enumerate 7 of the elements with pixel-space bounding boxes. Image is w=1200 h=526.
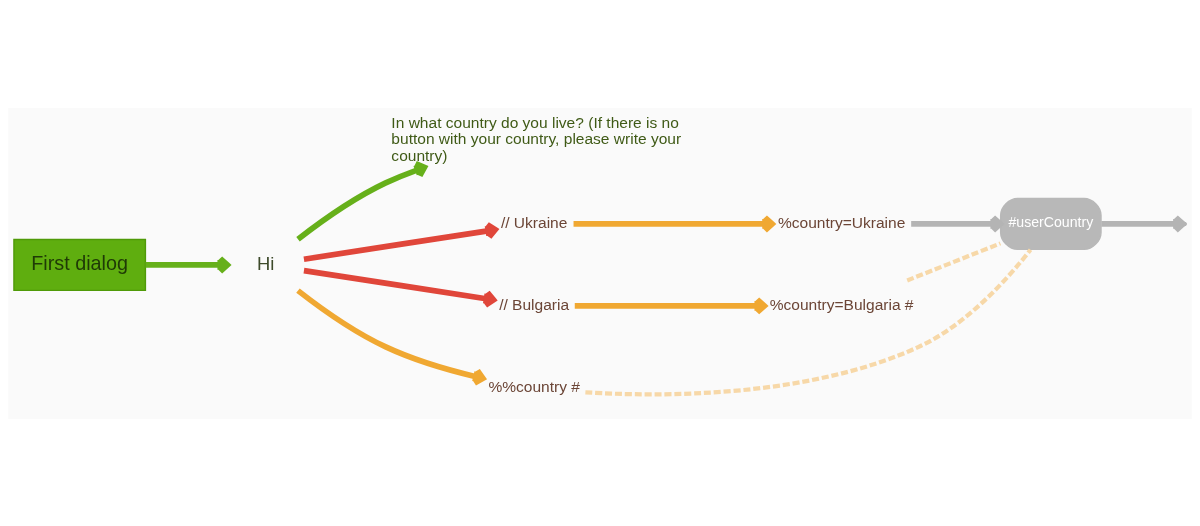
node-text: // Ukraine bbox=[500, 213, 568, 231]
node-text: // Bulgaria bbox=[499, 295, 570, 313]
node-text: %country=Bulgaria # bbox=[769, 295, 914, 313]
node-text: %country=Ukraine bbox=[777, 213, 906, 231]
node-text: In what country do you live? (If there is no button with your country, please write your country) bbox=[391, 113, 682, 164]
node-text: Hi bbox=[256, 252, 275, 274]
node-text: %%country # bbox=[488, 377, 580, 395]
